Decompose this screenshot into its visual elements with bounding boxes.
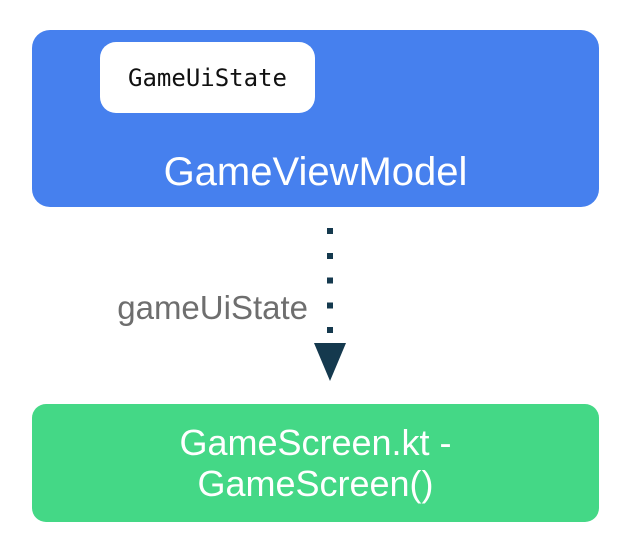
arrow-head-icon <box>314 343 346 381</box>
viewmodel-label-wrap: GameViewModel <box>32 138 599 207</box>
arrow-label: gameUiState <box>117 289 308 326</box>
gamescreen-box-label-line1: GameScreen.kt - <box>179 422 452 463</box>
viewmodel-box: GameUiState GameViewModel <box>32 30 599 207</box>
viewmodel-box-label: GameViewModel <box>163 150 468 194</box>
arrow-dotted-line <box>327 228 333 334</box>
gameuistate-chip-label: GameUiState <box>128 63 287 92</box>
arrow-head-triangle <box>314 343 346 381</box>
gamescreen-box: GameScreen.kt - GameScreen() <box>32 404 599 522</box>
gameuistate-chip: GameUiState <box>100 42 315 113</box>
gamescreen-box-label-line2: GameScreen() <box>197 463 434 504</box>
